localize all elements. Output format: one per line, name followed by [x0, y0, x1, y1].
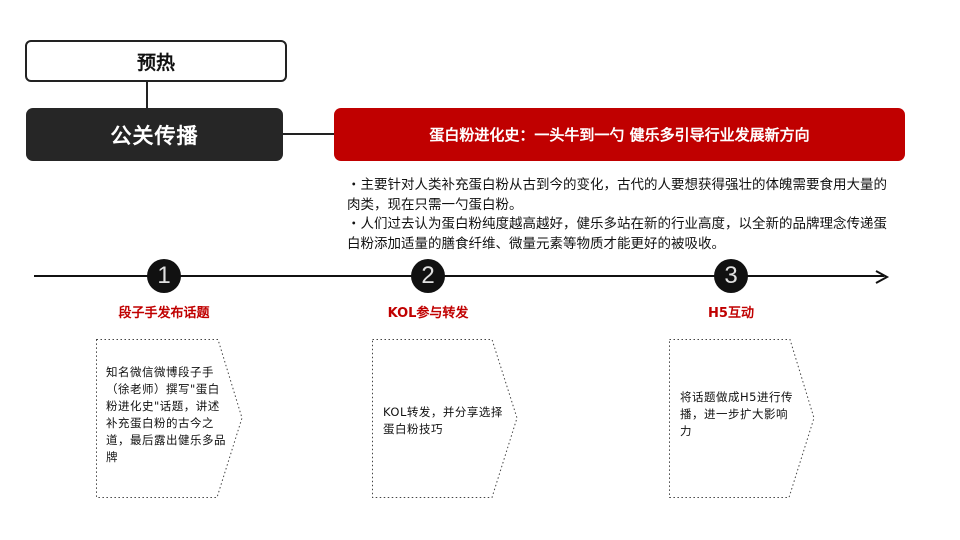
step-1-detail: 知名微信微博段子手（徐老师）撰写"蛋白粉进化史"话题，讲述补充蛋白粉的古今之道，… [106, 365, 226, 464]
headline-banner: 蛋白粉进化史：一头牛到一勺 健乐多引导行业发展新方向 [334, 108, 905, 161]
description-bullet-2: ・人们过去认为蛋白粉纯度越高越好，健乐多站在新的行业高度，以全新的品牌理念传递蛋… [347, 216, 887, 252]
step-1-number: 1 [157, 262, 171, 289]
step-3-number: 3 [724, 262, 738, 289]
campaign-description: ・主要针对人类补充蛋白粉从古到今的变化，古代的人要想获得强壮的体魄需要食用大量的… [347, 176, 895, 254]
step-3-detail: 将话题做成H5进行传播，进一步扩大影响力 [680, 390, 793, 438]
step-2-detail: KOL转发，并分享选择蛋白粉技巧 [383, 405, 503, 436]
description-bullet-1: ・主要针对人类补充蛋白粉从古到今的变化，古代的人要想获得强壮的体魄需要食用大量的… [347, 177, 887, 213]
headline-connector-line [283, 133, 335, 135]
headline-text: 蛋白粉进化史：一头牛到一勺 健乐多引导行业发展新方向 [429, 126, 810, 144]
step-3-card: 将话题做成H5进行传播，进一步扩大影响力 [669, 339, 819, 499]
step-2-badge: 2 [411, 259, 445, 293]
step-1-badge: 1 [147, 259, 181, 293]
arrow-right-icon [874, 269, 890, 288]
step-2-number: 2 [421, 262, 435, 289]
step-2-title: KOL参与转发 [387, 306, 469, 321]
step-3-title: H5互动 [708, 306, 754, 321]
step-2-card: KOL转发，并分享选择蛋白粉技巧 [372, 339, 522, 499]
preheat-label: 预热 [136, 51, 175, 74]
phase-connector-line [146, 81, 148, 109]
pr-phase-box: 公关传播 [26, 108, 283, 161]
step-3-badge: 3 [714, 259, 748, 293]
step-1-card: 知名微信微博段子手（徐老师）撰写"蛋白粉进化史"话题，讲述补充蛋白粉的古今之道，… [96, 339, 246, 499]
timeline-axis [34, 275, 884, 277]
preheat-phase-box: 预热 [25, 40, 287, 82]
step-1-title: 段子手发布话题 [118, 306, 210, 321]
pr-label: 公关传播 [110, 123, 199, 148]
